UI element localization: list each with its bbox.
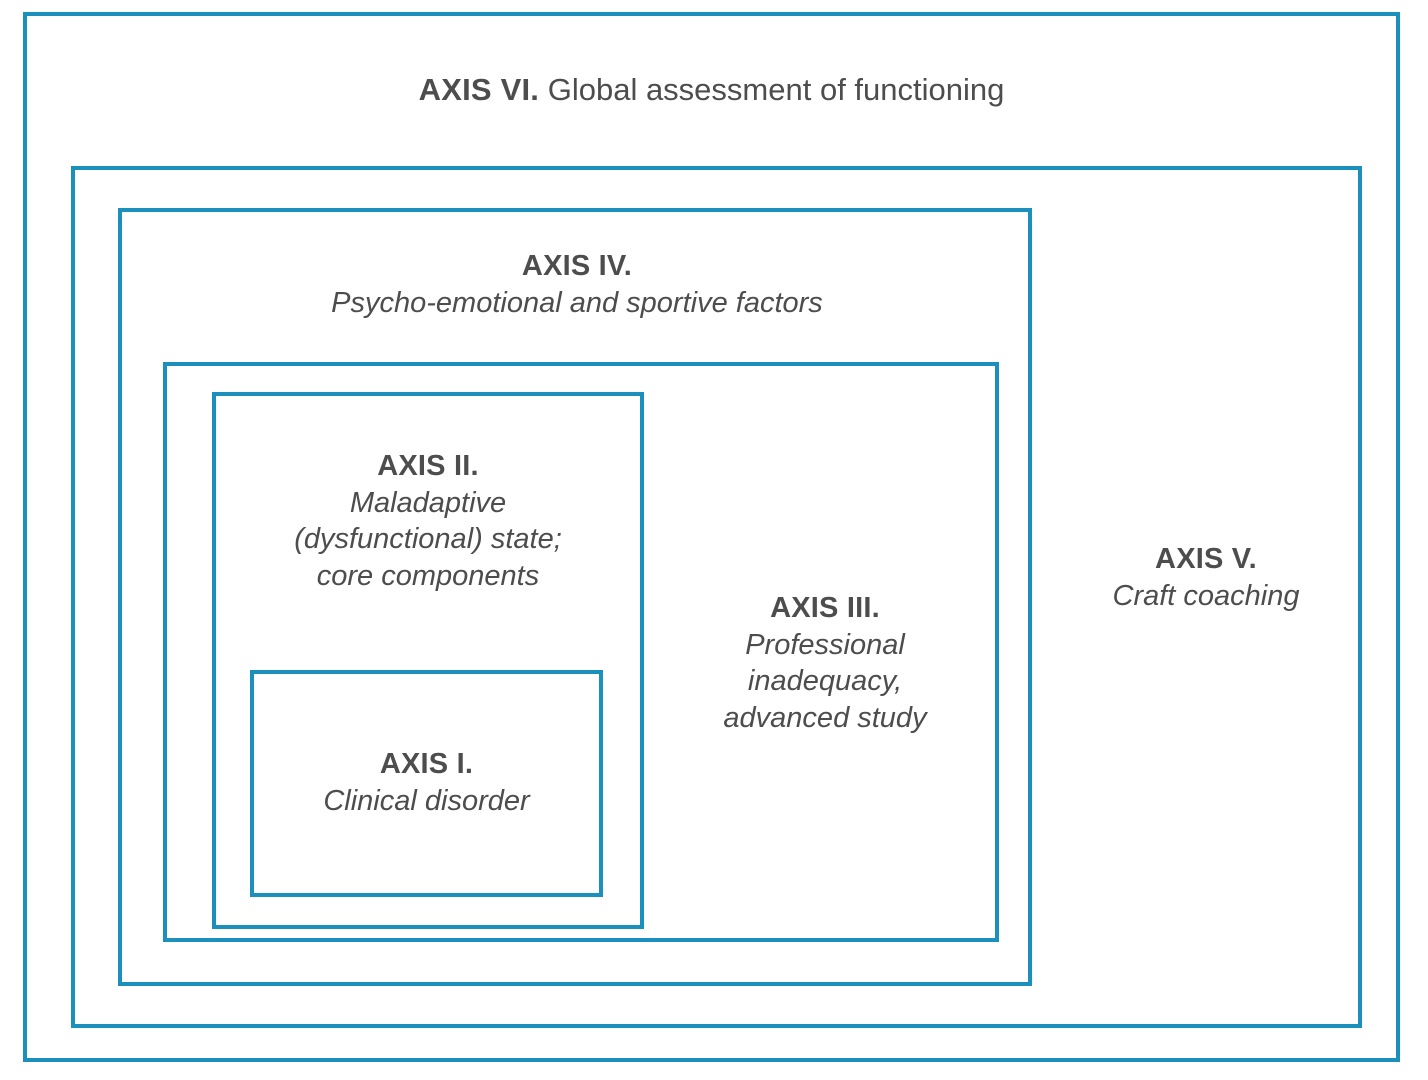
axis-6-description: Global assessment of functioning	[547, 72, 1005, 107]
axis-5-box	[71, 166, 1362, 1028]
axis-5-label: AXIS V. Craft coaching	[1045, 541, 1367, 614]
axis-5-number: AXIS V.	[1155, 543, 1257, 575]
axis-2-box	[212, 392, 644, 929]
axis-3-description-line-1: Professional	[745, 628, 905, 661]
axis-4-number: AXIS IV.	[521, 250, 633, 282]
axis-3-number: AXIS III.	[770, 592, 880, 624]
axis-4-box	[118, 208, 1032, 986]
axis-2-description-line-2: (dysfunctional) state;	[294, 523, 562, 556]
axis-3-label: AXIS III. Professional inadequacy, advan…	[660, 590, 990, 736]
axis-1-label: AXIS I. Clinical disorder	[256, 746, 597, 819]
axis-2-description-line-3: core components	[316, 559, 540, 592]
axis-4-label: AXIS IV. Psycho-emotional and sportive f…	[127, 248, 1027, 321]
axis-3-description-line-3: advanced study	[723, 701, 927, 734]
axis-1-box	[250, 670, 603, 897]
axis-1-number: AXIS I.	[379, 748, 474, 780]
axis-2-label: AXIS II. Maladaptive (dysfunctional) sta…	[222, 448, 634, 594]
axis-3-box	[163, 362, 999, 942]
axis-3-description-line-2: inadequacy,	[747, 665, 903, 698]
axis-1-description: Clinical disorder	[323, 784, 530, 817]
axis-2-description-line-1: Maladaptive	[349, 486, 507, 519]
axis-4-description: Psycho-emotional and sportive factors	[331, 286, 823, 319]
axis-6-label: AXIS VI. Global assessment of functionin…	[23, 72, 1400, 108]
axis-2-number: AXIS II.	[377, 450, 479, 482]
axis-6-number: AXIS VI.	[418, 72, 540, 107]
axis-5-description: Craft coaching	[1112, 579, 1300, 612]
axis-6-box	[23, 12, 1400, 1062]
